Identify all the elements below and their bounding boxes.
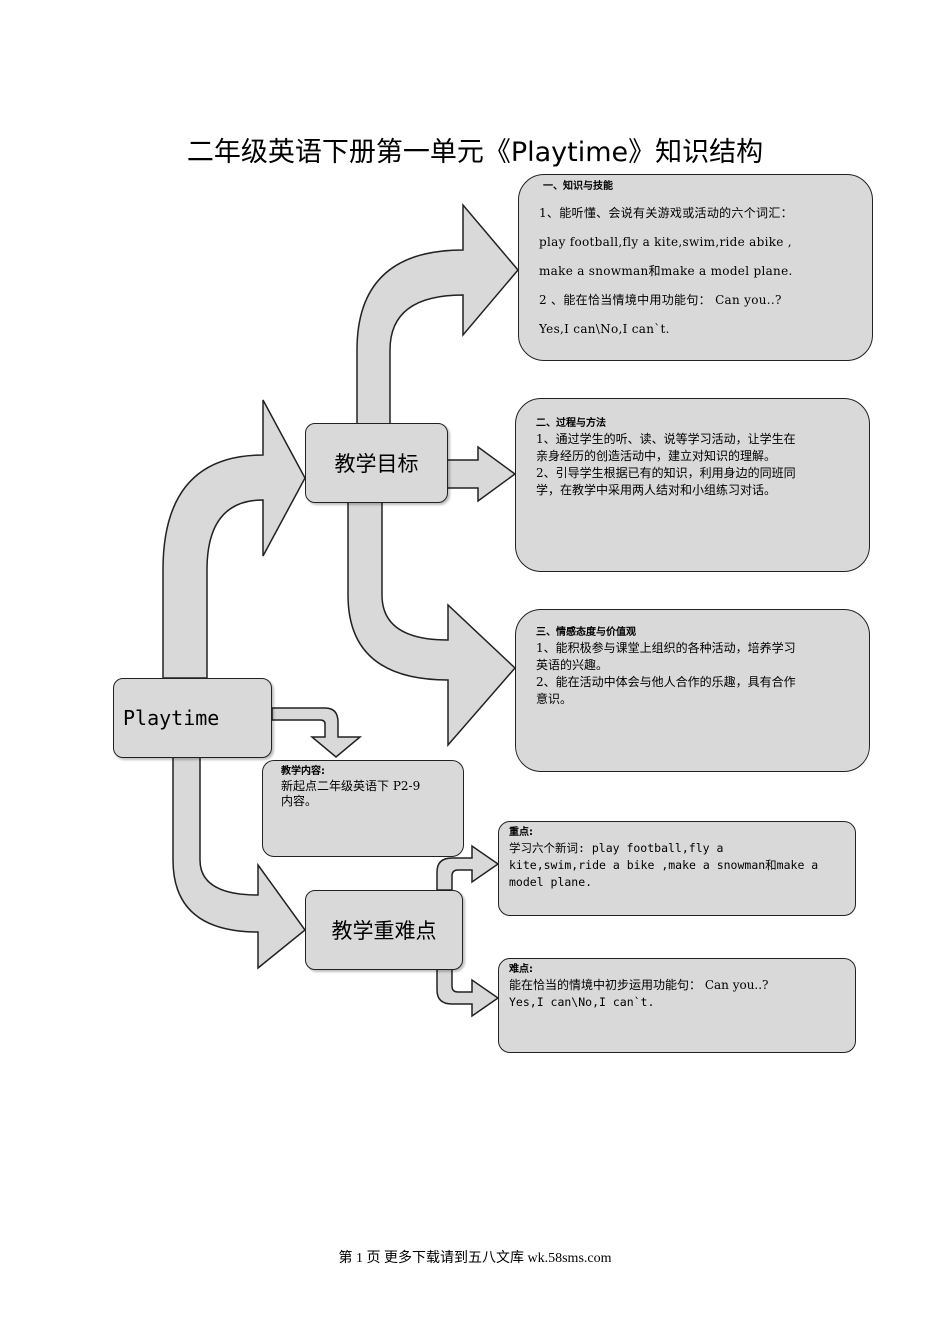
box-difficult-line-2: Yes,I can\No,I can`t. [509, 995, 655, 1009]
box-process-line-2: 亲身经历的创造活动中，建立对知识的理解。 [536, 449, 777, 463]
box-knowledge-line-4: 2 、能在恰当情境中用功能句： Can you..? [539, 293, 782, 307]
box-key-points: 重点: 学习六个新词: play football,fly a kite,swi… [498, 821, 856, 916]
box-attitude-heading: 三、情感态度与价值观 [536, 627, 636, 638]
box-content-heading: 教学内容: [281, 766, 325, 777]
box-knowledge-line-5: Yes,I can\No,I can`t. [539, 322, 670, 336]
box-process-heading: 二、过程与方法 [536, 418, 606, 429]
box-key-heading: 重点: [509, 827, 533, 838]
node-teaching-goals: 教学目标 [305, 423, 448, 503]
box-attitude-line-3: 2、能在活动中体会与他人合作的乐趣，具有合作 [536, 675, 796, 689]
box-process-line-1: 1、通过学生的听、读、说等学习活动，让学生在 [536, 432, 796, 446]
arrow-playtime-to-content [271, 707, 363, 758]
box-content-line-2: 内容。 [281, 794, 318, 808]
node-teaching-goals-label: 教学目标 [334, 452, 419, 476]
node-playtime-label: Playtime [123, 706, 220, 730]
box-knowledge-skills: 一、知识与技能 1、能听懂、会说有关游戏或活动的六个词汇： play footb… [518, 174, 873, 361]
box-knowledge-heading: 一、知识与技能 [543, 181, 613, 192]
box-key-line-2: kite,swim,ride a bike ,make a snowman和ma… [509, 858, 819, 872]
arrow-keydiff-to-key [436, 844, 500, 891]
box-difficult-heading: 难点: [509, 964, 533, 975]
arrow-playtime-to-keydiff [172, 756, 307, 970]
arrow-keydiff-to-difficult [436, 967, 500, 1018]
box-process-line-3: 2、引导学生根据已有的知识，利用身边的同班同 [536, 466, 796, 480]
page-footer: 第 1 页 更多下载请到五八文库 wk.58sms.com [338, 1251, 612, 1266]
box-process-method: 二、过程与方法 1、通过学生的听、读、说等学习活动，让学生在 亲身经历的创造活动… [515, 398, 870, 572]
box-knowledge-line-2: play football,fly a kite,swim,ride abike… [539, 235, 792, 249]
arrow-playtime-to-goals [162, 399, 306, 679]
node-key-difficult-label: 教学重难点 [331, 919, 437, 943]
box-key-line-1: 学习六个新词: play football,fly a [509, 841, 724, 855]
box-difficult-points: 难点: 能在恰当的情境中初步运用功能句： Can you..? Yes,I ca… [498, 958, 856, 1053]
node-key-difficult: 教学重难点 [305, 890, 463, 970]
box-teaching-content: 教学内容: 新起点二年级英语下 P2-9 内容。 [262, 760, 464, 857]
arrow-goals-to-knowledge [356, 202, 519, 426]
box-attitude-values: 三、情感态度与价值观 1、能积极参与课堂上组织的各种活动，培养学习 英语的兴趣。… [515, 609, 870, 772]
page-title: 二年级英语下册第一单元《Playtime》知识结构 [186, 137, 764, 168]
box-attitude-line-4: 意识。 [536, 692, 573, 706]
box-process-line-4: 学，在教学中采用两人结对和小组练习对话。 [536, 483, 777, 497]
arrow-goals-to-attitude [347, 501, 517, 748]
box-content-line-1: 新起点二年级英语下 P2-9 [281, 779, 421, 793]
box-attitude-line-2: 英语的兴趣。 [536, 658, 609, 672]
box-attitude-line-1: 1、能积极参与课堂上组织的各种活动，培养学习 [536, 641, 796, 655]
arrow-goals-to-process [446, 445, 517, 503]
box-key-line-3: model plane. [509, 875, 593, 889]
box-difficult-line-1: 能在恰当的情境中初步运用功能句： Can you..? [509, 978, 769, 992]
node-playtime: Playtime [113, 678, 272, 758]
box-knowledge-line-1: 1、能听懂、会说有关游戏或活动的六个词汇： [539, 206, 793, 220]
box-knowledge-line-3: make a snowman和make a model plane. [539, 264, 793, 278]
